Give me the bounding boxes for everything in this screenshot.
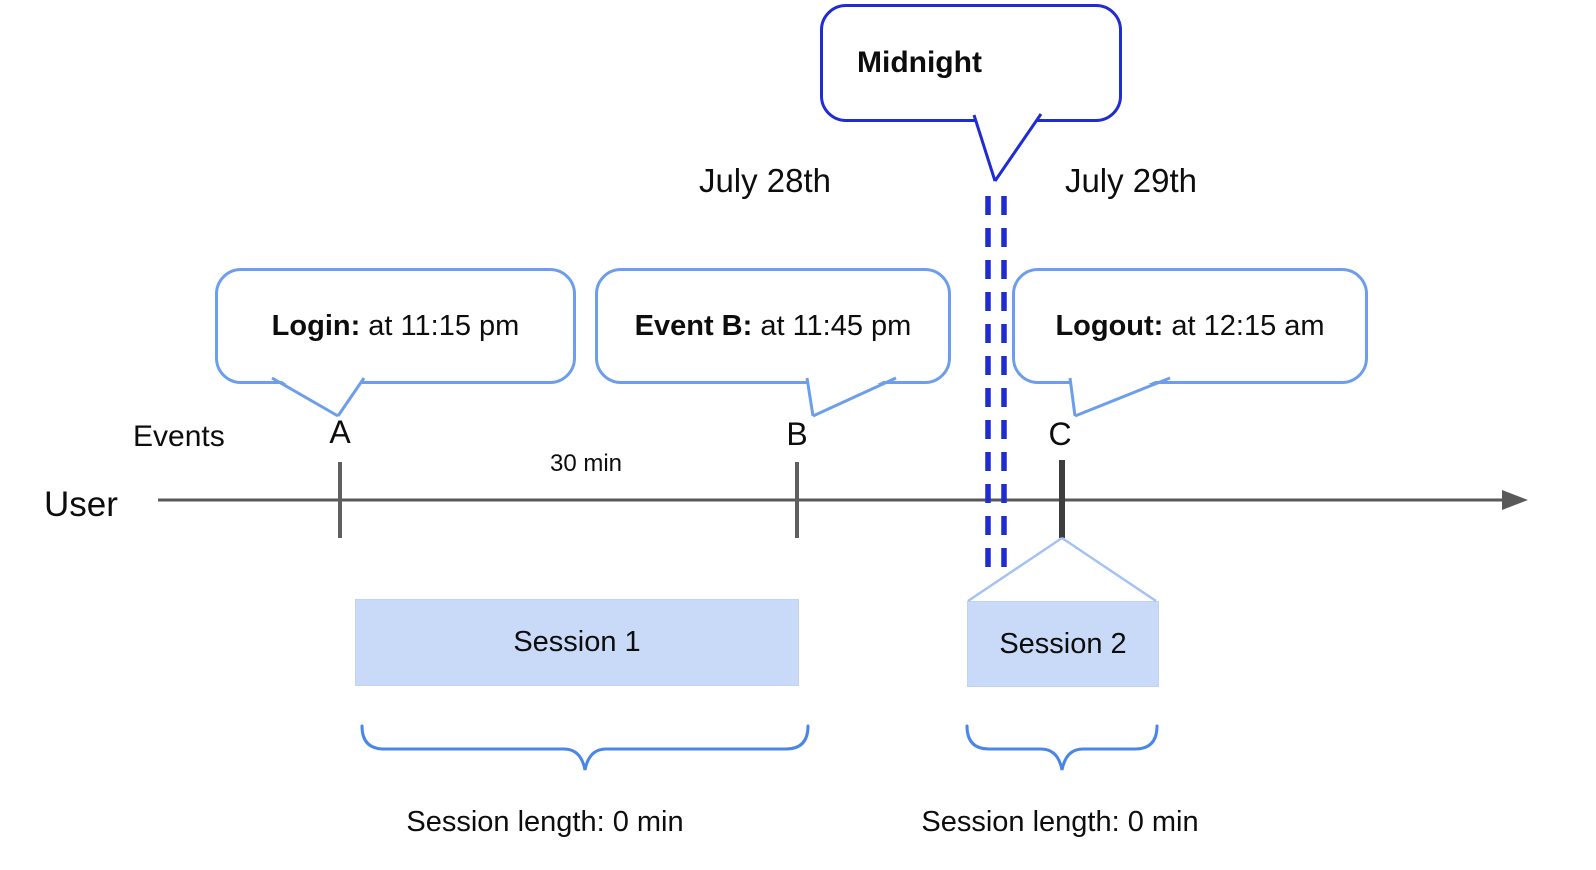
event-b-callout-tail — [805, 374, 898, 415]
session-1-box: Session 1 — [355, 599, 799, 686]
midnight-callout-tail-edge — [993, 113, 1043, 182]
event-b-callout-bold: Event B: — [634, 309, 753, 342]
session-2-brace — [965, 724, 1159, 771]
session-2-zoom-line-left — [967, 536, 1063, 603]
logout-callout-label: Logout: at 12:15 am — [1055, 310, 1324, 343]
session-2-label: Session 2 — [999, 627, 1127, 660]
logout-callout-bold: Logout: — [1055, 309, 1164, 342]
event-b-callout-label: Event B: at 11:45 pm — [635, 310, 912, 343]
login-callout-tail — [270, 374, 366, 415]
session-1-label: Session 1 — [513, 626, 641, 658]
events-row-label: Events — [133, 420, 225, 453]
logout-callout: Logout: at 12:15 am — [1012, 268, 1368, 384]
login-callout-bold: Login: — [271, 309, 361, 342]
login-callout-label: Login: at 11:15 pm — [272, 310, 520, 343]
login-callout: Login: at 11:15 pm — [215, 268, 576, 384]
logout-callout-tail-edge — [1074, 376, 1171, 418]
logout-callout-rest: at 12:15 am — [1163, 309, 1325, 342]
event-b-callout-tail-edge — [805, 377, 815, 417]
date-july-28: July 28th — [698, 162, 832, 199]
event-b-callout-rest: at 11:45 pm — [752, 309, 912, 342]
user-row-label: User — [44, 485, 118, 524]
date-july-29: July 29th — [1064, 162, 1198, 199]
login-callout-rest: at 11:15 pm — [360, 309, 520, 342]
event-a-marker-label: A — [329, 414, 351, 450]
midnight-callout: Midnight — [820, 4, 1122, 122]
event-b-callout-tail-edge — [812, 376, 897, 418]
timeline-axis-arrowhead-icon — [1502, 490, 1528, 510]
event-c-marker-label: C — [1048, 416, 1072, 452]
midnight-callout-label: Midnight — [857, 46, 982, 79]
session-2-length-label: Session length: 0 min — [921, 806, 1199, 838]
login-callout-tail-edge — [336, 377, 366, 417]
logout-callout-tail — [1068, 374, 1172, 415]
session-2-zoom-line-right — [1061, 536, 1157, 603]
logout-callout-tail-edge — [1068, 377, 1077, 417]
event-b-marker-label: B — [786, 416, 808, 452]
session-1-length-label: Session length: 0 min — [406, 806, 684, 838]
event-b-callout: Event B: at 11:45 pm — [595, 268, 951, 384]
interval-30min-label: 30 min — [549, 450, 623, 477]
login-callout-tail-edge — [271, 376, 339, 418]
session-1-brace — [360, 724, 810, 771]
session-2-box: Session 2 — [967, 601, 1159, 687]
midnight-callout-tail-edge — [972, 114, 997, 182]
